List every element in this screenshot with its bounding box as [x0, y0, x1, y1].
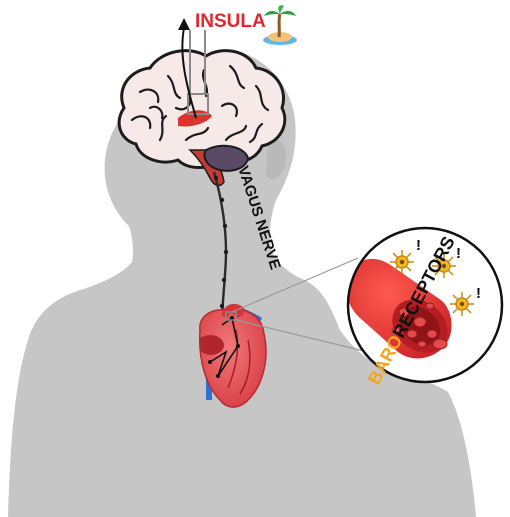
heart — [198, 303, 267, 408]
zoom-lines — [231, 257, 369, 353]
insula-box — [187, 93, 209, 115]
insula-pointer — [178, 18, 209, 119]
red-blood-cells — [391, 302, 448, 350]
insula-arrowhead — [178, 18, 190, 30]
palm-island-icon — [263, 5, 297, 45]
baroreceptor-site — [225, 311, 237, 321]
cerebellum — [203, 144, 250, 172]
left-atrium — [200, 335, 224, 355]
insula-arrow-path — [181, 27, 197, 119]
nerve-nodes — [213, 175, 229, 309]
coronary-vessels — [227, 329, 251, 395]
human-silhouette — [8, 50, 476, 517]
body-outline — [8, 50, 476, 517]
neuron-cell-icon — [390, 250, 474, 316]
alert-mark-2: ! — [456, 245, 461, 262]
nerve-heart-branch — [209, 316, 239, 377]
alert-mark-1: ! — [416, 237, 421, 254]
zoom-circle-border — [346, 226, 504, 384]
baroreceptor-zoom: ! ! ! — [346, 226, 504, 384]
alert-mark-3: ! — [476, 285, 481, 302]
insula-label: INSULA — [195, 11, 266, 32]
ear — [266, 138, 287, 180]
